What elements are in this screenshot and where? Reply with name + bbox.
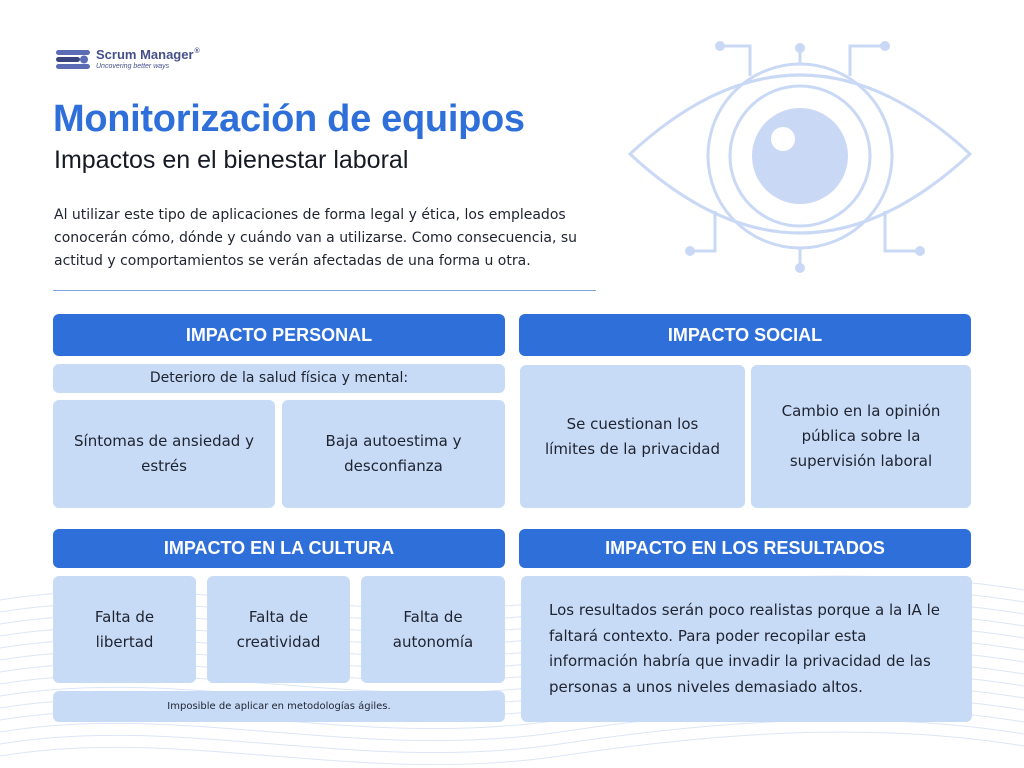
logo-name: Scrum Manager® [96,47,200,62]
scrum-manager-logo-icon [56,50,90,69]
culture-impact-item-creativity: Falta de creatividad [207,576,350,683]
social-impact-item-privacy: Se cuestionan los límites de la privacid… [520,365,745,508]
divider [53,290,596,291]
eye-icon [627,41,973,273]
culture-impact-note: Imposible de aplicar en metodologías ági… [53,691,505,722]
culture-impact-header: IMPACTO EN LA CULTURA [53,529,505,568]
personal-impact-item-anxiety: Síntomas de ansiedad y estrés [53,400,275,508]
social-impact-header: IMPACTO SOCIAL [519,314,971,356]
culture-impact-item-autonomy: Falta de autonomía [361,576,505,683]
page-subtitle: Impactos en el bienestar laboral [54,146,409,174]
results-impact-text: Los resultados serán poco realistas porq… [521,576,972,722]
page-title: Monitorización de equipos [53,98,525,140]
logo: Scrum Manager® Uncovering better ways [56,46,200,72]
logo-tagline: Uncovering better ways [96,63,170,70]
intro-paragraph: Al utilizar este tipo de aplicaciones de… [54,207,578,269]
personal-impact-strip: Deterioro de la salud física y mental: [53,364,505,393]
culture-impact-item-freedom: Falta de libertad [53,576,196,683]
personal-impact-header: IMPACTO PERSONAL [53,314,505,356]
results-impact-header: IMPACTO EN LOS RESULTADOS [519,529,971,568]
social-impact-item-public-opinion: Cambio en la opinión pública sobre la su… [751,365,971,508]
personal-impact-item-self-esteem: Baja autoestima y desconfianza [282,400,505,508]
